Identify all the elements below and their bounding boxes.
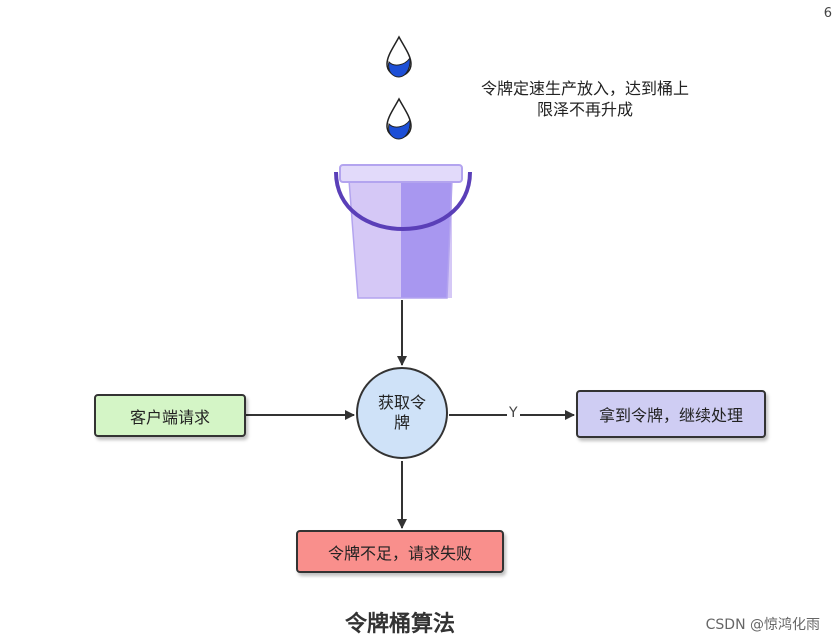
client-request-label: 客户端请求: [129, 407, 210, 427]
water-drop-icon: [386, 35, 412, 78]
token-rate-note-line1: 令牌定速生产放入，达到桶上: [480, 79, 689, 98]
get-token-label: 获取令牌: [377, 393, 426, 432]
request-failed-node: 令牌不足，请求失败: [296, 530, 504, 573]
continue-processing-node: 拿到令牌，继续处理: [576, 390, 766, 438]
request-failed-label: 令牌不足，请求失败: [327, 543, 472, 563]
continue-processing-label: 拿到令牌，继续处理: [598, 406, 743, 425]
edge-yes-label: Y: [507, 405, 520, 421]
token-rate-note-line2: 限泽不再升成: [536, 100, 633, 119]
corner-text: 6: [823, 6, 832, 21]
water-drop-icon: [386, 97, 412, 140]
client-request-node: 客户端请求: [94, 394, 246, 437]
diagram-caption: 令牌桶算法: [344, 612, 455, 637]
bucket-icon: [334, 164, 472, 299]
watermark: CSDN @惊鸿化雨: [705, 617, 820, 633]
get-token-decision-node: 获取令牌: [356, 367, 448, 459]
token-rate-note: 令牌定速生产放入，达到桶上 限泽不再升成: [455, 78, 715, 120]
